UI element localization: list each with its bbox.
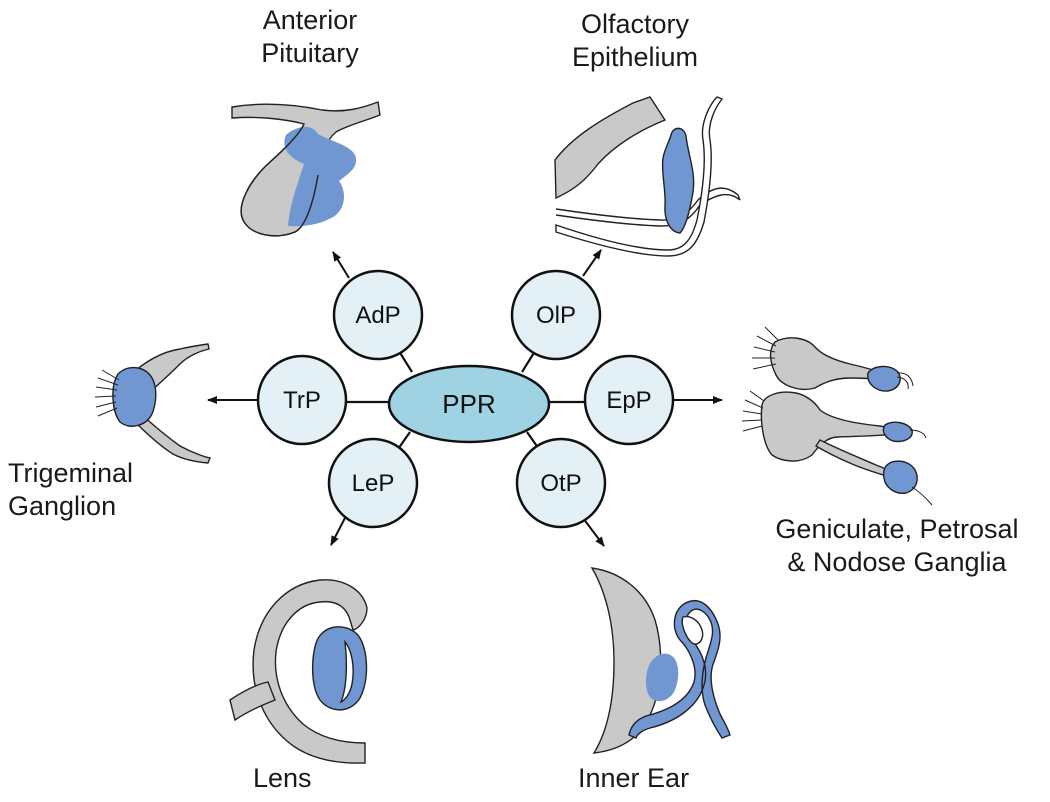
label-olfactory-epithelium: Olfactory Epithelium xyxy=(545,8,725,74)
trigeminal-lower-branch xyxy=(132,412,211,464)
placode-circle-lep xyxy=(327,437,419,529)
epibranchial-ganglia-illustration xyxy=(741,326,933,506)
olfactory-marker-region xyxy=(661,127,695,234)
trigeminal-rootlets xyxy=(94,369,120,417)
nodose-marker xyxy=(882,460,918,494)
anterior-pituitary-illustration xyxy=(231,101,381,237)
trigeminal-ganglion-illustration xyxy=(94,343,211,464)
placode-node-epp: EpP xyxy=(583,354,675,446)
petrosal-marker xyxy=(882,421,913,443)
pituitary-marker-region xyxy=(284,126,357,227)
geniculate-marker xyxy=(867,365,901,392)
placode-node-olp: OlP xyxy=(510,269,602,361)
epibranchial-rootlets xyxy=(741,326,933,506)
trigeminal-marker-region xyxy=(112,367,157,427)
arrow-to-anterior-pituitary xyxy=(332,251,350,279)
placode-label-otp: OtP xyxy=(540,470,581,497)
label-olfactory-epithelium-line2: Epithelium xyxy=(571,42,699,72)
label-anterior-pituitary: Anterior Pituitary xyxy=(230,4,390,70)
olfactory-outer-line xyxy=(555,187,741,227)
hindbrain-wall xyxy=(590,567,662,754)
label-trigeminal-ganglion: Trigeminal Ganglion xyxy=(8,457,133,523)
label-epibranchial-ganglia: Geniculate, Petrosal & Nodose Ganglia xyxy=(752,513,1042,579)
label-lens: Lens xyxy=(253,762,312,795)
ppr-label: PPR xyxy=(442,389,495,419)
inner-ear-illustration xyxy=(590,567,731,754)
placode-circle-adp xyxy=(332,269,424,361)
olfactory-epithelium-illustration xyxy=(554,96,741,257)
optic-cup xyxy=(252,579,368,764)
label-inner-ear-line1: Inner Ear xyxy=(578,763,690,793)
label-lens-line1: Lens xyxy=(253,763,312,793)
optic-stalk xyxy=(229,681,276,722)
label-inner-ear: Inner Ear xyxy=(578,762,689,795)
ppr-hub: PPR xyxy=(387,364,551,444)
lens-vesicle-marker xyxy=(311,626,368,711)
lens-illustration xyxy=(229,579,368,764)
placode-node-lep: LeP xyxy=(327,437,419,529)
label-anterior-pituitary-line1: Anterior xyxy=(262,5,358,35)
placode-node-trp: TrP xyxy=(256,354,348,446)
label-trigeminal-ganglion-line2: Ganglion xyxy=(8,491,117,521)
placode-circle-olp xyxy=(510,269,602,361)
arrow-to-lens xyxy=(330,515,347,546)
placode-circle-trp xyxy=(256,354,348,446)
olfactory-tube xyxy=(555,96,724,257)
placode-node-adp: AdP xyxy=(332,269,424,361)
label-anterior-pituitary-line2: Pituitary xyxy=(261,38,359,68)
otic-duct xyxy=(628,599,731,739)
nodose-stem xyxy=(815,439,893,478)
placode-circle-otp xyxy=(515,437,607,529)
arrow-to-olfactory-epithelium xyxy=(582,249,602,277)
arrow-to-inner-ear xyxy=(582,517,605,547)
placode-label-trp: TrP xyxy=(283,387,321,414)
label-olfactory-epithelium-line1: Olfactory xyxy=(580,9,690,39)
placode-label-adp: AdP xyxy=(355,302,400,329)
label-epibranchial-ganglia-line1: Geniculate, Petrosal xyxy=(775,514,1019,544)
placode-label-lep: LeP xyxy=(352,470,395,497)
olfactory-gray-band xyxy=(554,96,667,200)
placode-node-otp: OtP xyxy=(515,437,607,529)
label-epibranchial-ganglia-line2: & Nodose Ganglia xyxy=(787,547,1007,577)
lens-lumen xyxy=(339,639,354,704)
derivative-arrows xyxy=(207,249,723,547)
placode-label-olp: OlP xyxy=(536,302,576,329)
pituitary-stalk-overlay xyxy=(240,123,319,237)
placode-circle-epp xyxy=(583,354,675,446)
placode-label-epp: EpP xyxy=(606,387,651,414)
label-trigeminal-ganglion-line1: Trigeminal xyxy=(8,458,134,488)
ppr-ellipse xyxy=(387,364,551,444)
otic-duct-lumen xyxy=(681,615,704,645)
otic-vesicle-marker xyxy=(645,653,679,702)
